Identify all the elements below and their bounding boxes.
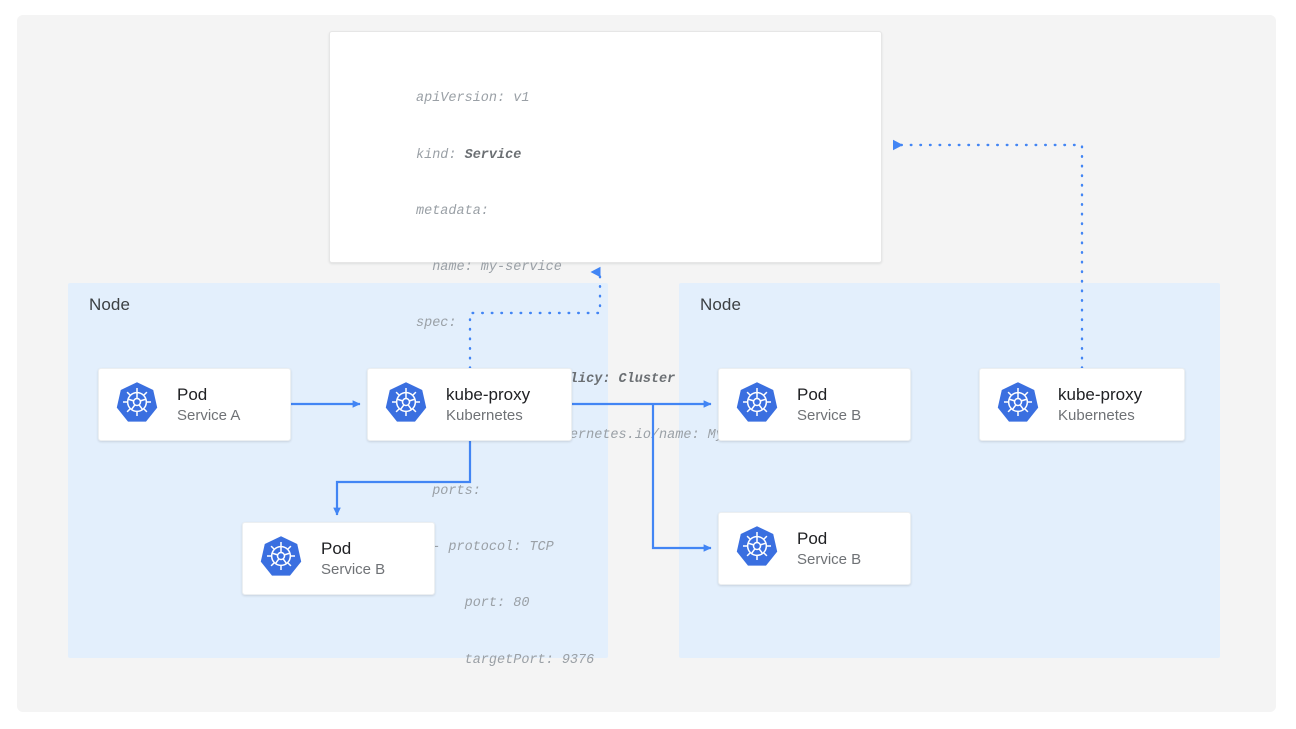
card-text-block: Pod Service B: [321, 538, 385, 580]
kubernetes-icon: [735, 524, 779, 573]
yaml-line: - protocol: TCP: [416, 540, 554, 556]
node-label-left: Node: [89, 295, 131, 314]
yaml-line: kind: Service: [416, 147, 748, 166]
kubernetes-icon: [259, 534, 303, 583]
service-manifest-card: apiVersion: v1 kind: Service metadata: n…: [329, 31, 882, 668]
card-text-block: Pod Service B: [797, 384, 861, 426]
yaml-line: port: 80: [416, 596, 530, 612]
card-pod-service-b-right-top[interactable]: Pod Service B: [718, 368, 911, 441]
yaml-line: spec:: [416, 315, 457, 331]
kubernetes-icon: [384, 380, 428, 429]
card-title: Pod: [797, 384, 828, 404]
card-text-block: Pod Service A: [177, 384, 240, 426]
yaml-line: ports:: [416, 484, 481, 500]
card-subtitle: Service A: [177, 406, 241, 424]
card-kube-proxy-left[interactable]: kube-proxy Kubernetes: [367, 368, 572, 441]
card-pod-service-b-right-bottom[interactable]: Pod Service B: [718, 512, 911, 585]
node-label-right: Node: [700, 295, 742, 314]
card-pod-service-a[interactable]: Pod Service A: [98, 368, 291, 441]
kubernetes-icon: [996, 380, 1040, 429]
card-pod-service-b-left[interactable]: Pod Service B: [242, 522, 435, 595]
card-text-block: kube-proxy Kubernetes: [1058, 384, 1142, 426]
card-title: kube-proxy: [1058, 384, 1143, 404]
card-title: kube-proxy: [446, 384, 531, 404]
card-subtitle: Kubernetes: [446, 406, 523, 424]
card-subtitle: Service B: [797, 406, 862, 424]
yaml-line: apiVersion: v1: [416, 91, 530, 107]
kubernetes-icon: [115, 380, 159, 429]
card-text-block: Pod Service B: [797, 528, 861, 570]
card-subtitle: Service B: [321, 560, 386, 578]
card-subtitle: Service B: [797, 550, 862, 568]
card-subtitle: Kubernetes: [1058, 406, 1135, 424]
card-text-block: kube-proxy Kubernetes: [446, 384, 530, 426]
yaml-key: kind:: [416, 147, 465, 163]
card-title: Pod: [797, 528, 828, 548]
kubernetes-icon: [735, 380, 779, 429]
card-title: Pod: [177, 384, 208, 404]
card-title: Pod: [321, 538, 352, 558]
node-container-right: Node: [679, 283, 1220, 658]
yaml-line: targetPort: 9376: [416, 652, 595, 668]
yaml-value-bold: Service: [464, 147, 522, 163]
yaml-line: metadata:: [416, 203, 489, 219]
yaml-line: name: my-service: [416, 259, 562, 275]
card-kube-proxy-right[interactable]: kube-proxy Kubernetes: [979, 368, 1185, 441]
